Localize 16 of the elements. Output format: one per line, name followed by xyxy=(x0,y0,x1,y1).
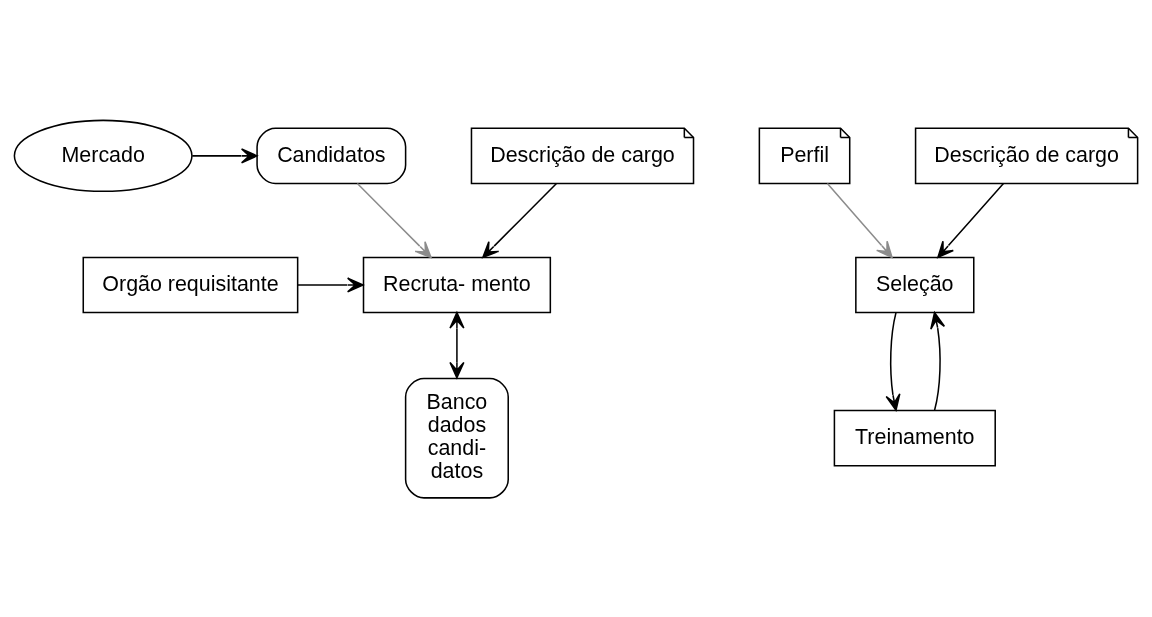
arrow xyxy=(930,311,946,411)
node-box: Treinamento xyxy=(833,409,996,466)
node-box: Candidatos xyxy=(256,127,407,184)
arrow xyxy=(937,182,1005,258)
arrow xyxy=(449,311,465,379)
arrow xyxy=(191,147,258,164)
arrow xyxy=(356,182,432,258)
arrow xyxy=(296,276,364,293)
node-box: Orgão requisitante xyxy=(82,256,299,313)
node-ellipse: Mercado xyxy=(13,119,193,192)
node-box: Banco dados candi- datos xyxy=(404,377,509,499)
node-box: Recruta- mento xyxy=(362,256,552,313)
arrow xyxy=(826,182,893,258)
arrow xyxy=(482,182,558,258)
arrow xyxy=(885,311,901,411)
node-box: Seleção xyxy=(855,256,975,313)
